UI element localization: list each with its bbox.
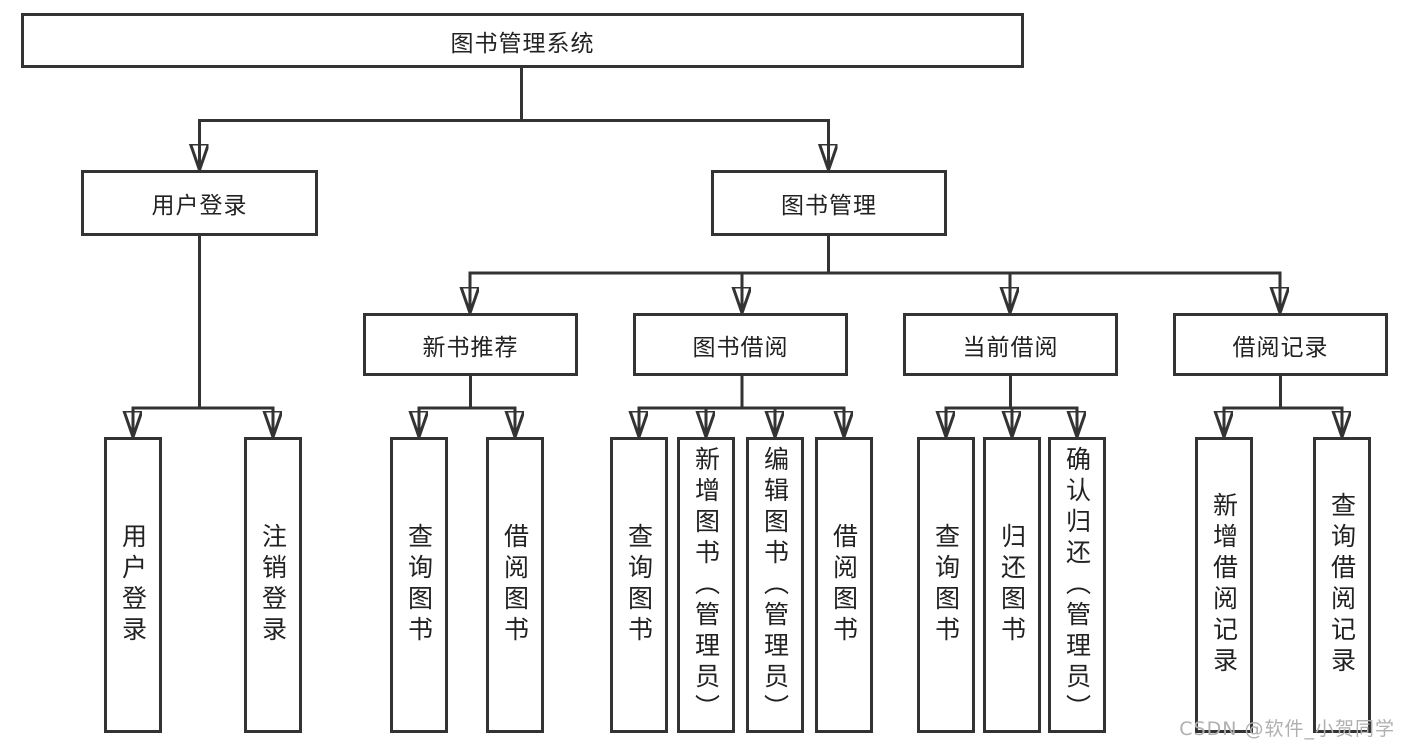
leaf-query-borrow-record: 查询借阅记录 <box>1313 437 1371 733</box>
node-book-borrow: 图书借阅 <box>633 313 848 376</box>
leaf-borrow-books: 借阅图书 <box>815 437 873 733</box>
leaf-query-books-recommend-label: 查询图书 <box>404 523 434 647</box>
leaf-borrow-books-recommend-label: 借阅图书 <box>500 523 530 647</box>
leaf-borrow-books-label: 借阅图书 <box>829 523 859 647</box>
node-current-borrow-label: 当前借阅 <box>962 334 1059 361</box>
node-user-login: 用户登录 <box>81 170 318 236</box>
node-root: 图书管理系统 <box>21 13 1024 68</box>
leaf-query-books-borrow-label: 查询图书 <box>624 523 654 647</box>
leaf-logout-label: 注销登录 <box>258 523 288 647</box>
csdn-watermark: CSDN @软件_小贺同学 <box>1179 718 1395 740</box>
node-user-login-label: 用户登录 <box>151 193 248 219</box>
node-current-borrow: 当前借阅 <box>903 313 1118 376</box>
node-root-label: 图书管理系统 <box>450 30 595 57</box>
leaf-confirm-return-admin: 确认归还（管理员） <box>1048 437 1106 733</box>
leaf-add-books-admin-label: 新增图书（管理员） <box>691 445 721 725</box>
leaf-logout: 注销登录 <box>244 437 302 733</box>
leaf-query-books-current: 查询图书 <box>917 437 975 733</box>
leaf-confirm-return-admin-label: 确认归还（管理员） <box>1062 445 1092 725</box>
node-new-books-label: 新书推荐 <box>422 334 519 361</box>
leaf-user-login-label: 用户登录 <box>118 523 148 647</box>
leaf-add-borrow-record-label: 新增借阅记录 <box>1209 492 1239 678</box>
leaf-edit-books-admin: 编辑图书（管理员） <box>746 437 804 733</box>
leaf-edit-books-admin-label: 编辑图书（管理员） <box>760 445 790 725</box>
leaf-query-books-current-label: 查询图书 <box>931 523 961 647</box>
leaf-user-login: 用户登录 <box>104 437 162 733</box>
node-book-borrow-label: 图书借阅 <box>692 334 789 361</box>
leaf-return-books-label: 归还图书 <box>997 523 1027 647</box>
leaf-add-books-admin: 新增图书（管理员） <box>677 437 735 733</box>
leaf-query-books-borrow: 查询图书 <box>610 437 668 733</box>
leaf-query-books-recommend: 查询图书 <box>390 437 448 733</box>
node-borrow-records-label: 借阅记录 <box>1232 334 1329 361</box>
node-new-books: 新书推荐 <box>363 313 578 376</box>
node-book-mgmt-label: 图书管理 <box>781 193 877 219</box>
leaf-add-borrow-record: 新增借阅记录 <box>1195 437 1253 733</box>
node-book-mgmt: 图书管理 <box>711 170 947 236</box>
leaf-return-books: 归还图书 <box>983 437 1041 733</box>
node-borrow-records: 借阅记录 <box>1173 313 1388 376</box>
leaf-query-borrow-record-label: 查询借阅记录 <box>1327 492 1357 678</box>
leaf-borrow-books-recommend: 借阅图书 <box>486 437 544 733</box>
